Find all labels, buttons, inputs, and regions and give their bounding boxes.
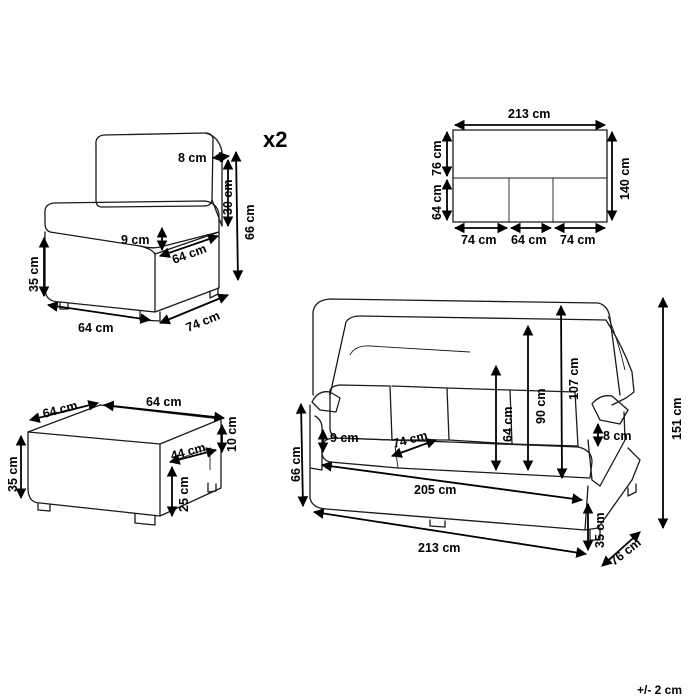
chair-back-depth-label: 8 cm xyxy=(178,151,207,165)
plan-bottom-depth-label: 64 cm xyxy=(430,185,444,220)
daybed-width-label: 213 cm xyxy=(418,541,460,555)
daybed-base-height-label: 35 cm xyxy=(593,513,607,548)
chair-back-cushion xyxy=(95,132,214,208)
plan-top-depth-label: 76 cm xyxy=(430,141,444,176)
daybed-seat-cushion xyxy=(321,437,593,479)
daybed-right-arm-label: 8 cm xyxy=(603,429,632,443)
ottoman-inner-height-label: 25 cm xyxy=(177,477,191,512)
ottoman-depth-label: 64 cm xyxy=(146,395,181,409)
daybed-left-arm xyxy=(309,404,323,471)
ottoman-leg-height-label: 10 cm xyxy=(225,417,239,452)
canopy-fabric xyxy=(605,319,635,406)
daybed-right-pillow xyxy=(591,395,629,425)
daybed-left-arm-label: 9 cm xyxy=(330,431,359,445)
daybed-depth-label: 76 cm xyxy=(607,536,644,569)
daybed-canopy-back-label: 107 cm xyxy=(567,358,581,400)
chair-back-height-label: 30 cm xyxy=(221,180,235,215)
tolerance-note: +/- 2 cm xyxy=(637,683,682,697)
plan-right-segment-label: 74 cm xyxy=(560,233,595,247)
canopy-inner xyxy=(329,315,607,396)
daybed-right-arm xyxy=(587,411,626,487)
ottoman-width-label: 64 cm xyxy=(41,398,79,421)
ottoman-inner-depth-label: 44 cm xyxy=(169,440,207,463)
ottoman xyxy=(27,404,222,526)
canopy-daybed xyxy=(309,298,641,541)
ottoman-body xyxy=(27,418,222,517)
daybed-total-height-label: 151 cm xyxy=(670,398,684,440)
plan-total-depth-label: 140 cm xyxy=(618,158,632,200)
daybed-back-height-label: 90 cm xyxy=(534,389,548,424)
daybed-seat-height-label: 66 cm xyxy=(289,447,303,482)
plan-total-width-label: 213 cm xyxy=(508,107,550,121)
plan-middle-segment-label: 64 cm xyxy=(511,233,546,247)
quantity-multiplier: x2 xyxy=(263,127,287,152)
plan-left-segment-label: 74 cm xyxy=(461,233,496,247)
canopy-frame xyxy=(312,298,621,396)
daybed-cushion-height-label: 64 cm xyxy=(501,407,515,442)
daybed-left-pillow xyxy=(311,391,341,413)
daybed-seat-depth-label: 74 cm xyxy=(391,428,429,451)
chair-width-label: 64 cm xyxy=(78,321,113,335)
daybed-seat-width-label: 205 cm xyxy=(414,483,456,497)
ottoman-height-label: 35 cm xyxy=(6,457,20,492)
chair-total-height-label: 66 cm xyxy=(243,205,257,240)
chair-base-height-label: 35 cm xyxy=(27,257,41,292)
top-view-plan xyxy=(452,129,608,223)
chair-arm-width-label: 9 cm xyxy=(121,233,150,247)
chair-depth-label: 74 cm xyxy=(184,309,222,335)
plan-outline xyxy=(452,129,608,223)
